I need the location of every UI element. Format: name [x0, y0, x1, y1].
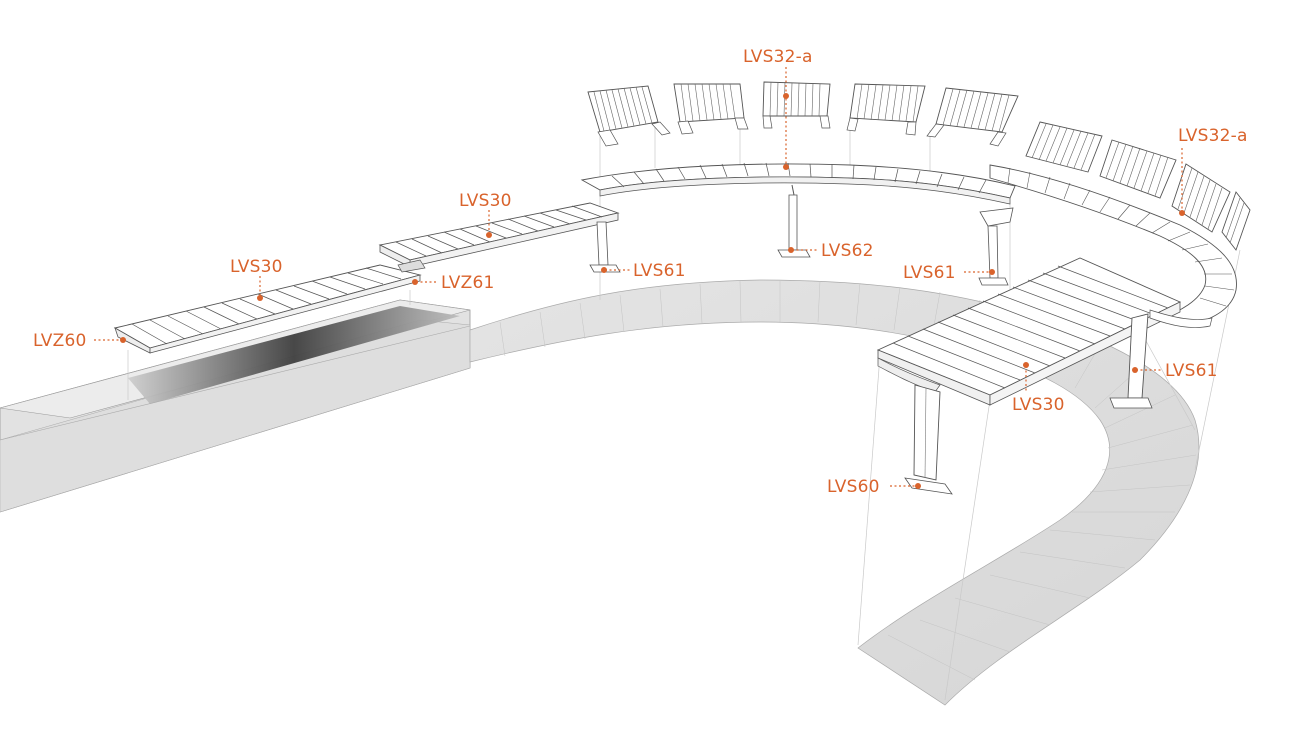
labels: LVS32-a LVS32-a LVS30 LVS30 LVZ61 LVZ60 …	[33, 47, 1248, 497]
label-lvs60: LVS60	[827, 477, 880, 497]
label-lvs32a-top: LVS32-a	[743, 47, 813, 67]
leg-lvs61-right	[978, 207, 1014, 286]
label-lvs32a-right: LVS32-a	[1178, 126, 1248, 146]
leg-lvs61-far	[1109, 313, 1153, 409]
bench-curved-right	[989, 121, 1251, 326]
backrest-1	[587, 85, 671, 147]
backrest-9	[1221, 191, 1251, 251]
bench-lvs30-left	[113, 264, 422, 354]
concrete-block	[0, 299, 471, 513]
label-lvs30-left: LVS30	[230, 257, 283, 277]
backrest-8	[1171, 163, 1231, 233]
callouts	[94, 67, 1185, 489]
backrest-2	[673, 83, 749, 135]
label-lvs61-far: LVS61	[1165, 361, 1218, 381]
backrest-6	[1025, 121, 1103, 173]
backrest-7	[1099, 139, 1177, 199]
label-lvs61-right: LVS61	[903, 263, 956, 283]
bench-lvs30-front	[876, 257, 1213, 495]
connector-lvz61	[397, 259, 426, 273]
backrests-top-row	[587, 81, 1019, 147]
label-lvs61-center: LVS61	[633, 261, 686, 281]
backrest-3	[762, 81, 831, 129]
leg-lvs60	[904, 384, 953, 495]
label-lvs30-mid: LVS30	[459, 191, 512, 211]
backrest-5	[926, 87, 1019, 147]
backrest-4	[846, 83, 926, 136]
label-lvz60: LVZ60	[33, 331, 87, 351]
ground-plane	[0, 279, 1200, 706]
leg-lvs62	[777, 184, 811, 258]
label-lvs62: LVS62	[821, 241, 874, 261]
label-lvs30-front: LVS30	[1012, 395, 1065, 415]
bench-curved-center	[580, 162, 1016, 286]
label-lvz61: LVZ61	[441, 273, 495, 293]
leg-lvs61-center	[589, 221, 621, 273]
bench-lvs30-mid	[378, 202, 621, 273]
